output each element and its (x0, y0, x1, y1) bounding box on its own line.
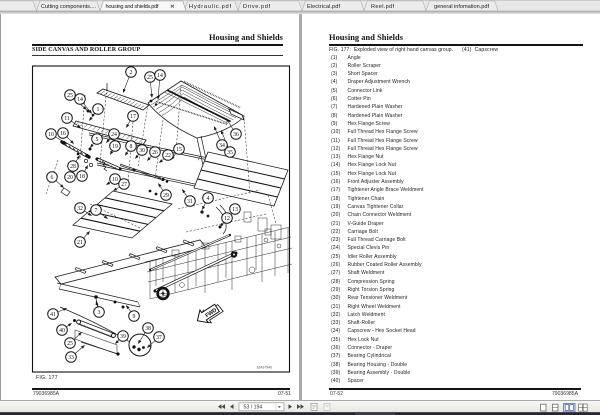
svg-text:40: 40 (59, 328, 65, 334)
svg-text:10: 10 (112, 177, 118, 183)
svg-text:18: 18 (79, 174, 85, 180)
svg-text:14: 14 (157, 73, 163, 79)
svg-text:31: 31 (187, 199, 193, 205)
svg-text:FWD: FWD (205, 308, 218, 320)
svg-text:10: 10 (48, 132, 54, 138)
svg-text:Electrical.pdf: Electrical.pdf (307, 4, 340, 10)
svg-text:16: 16 (60, 131, 66, 137)
svg-text:Cutting components....: Cutting components.... (41, 4, 96, 10)
svg-text:2: 2 (130, 70, 133, 76)
svg-text:15: 15 (176, 147, 182, 153)
svg-text:Reel.pdf: Reel.pdf (371, 4, 394, 10)
svg-text:36: 36 (233, 132, 239, 138)
svg-text:Drive.pdf: Drive.pdf (243, 4, 270, 10)
svg-text:24: 24 (111, 132, 117, 138)
svg-text:29: 29 (163, 193, 169, 199)
svg-text:19: 19 (112, 144, 118, 150)
svg-text:26: 26 (152, 150, 158, 156)
svg-text:general infomation.pdf: general infomation.pdf (434, 4, 489, 10)
svg-text:30: 30 (139, 148, 145, 154)
svg-text:Hydraulic.pdf: Hydraulic.pdf (189, 4, 231, 10)
svg-text:12: 12 (224, 216, 230, 222)
svg-text:8: 8 (130, 144, 133, 150)
svg-text:17: 17 (130, 114, 136, 120)
svg-text:37: 37 (156, 335, 162, 341)
svg-text:housing and shields.pdf: housing and shields.pdf (106, 4, 159, 10)
svg-text:27: 27 (121, 182, 127, 188)
svg-text:41: 41 (50, 312, 56, 318)
svg-text:13: 13 (232, 207, 238, 213)
svg-text:8JA97946: 8JA97946 (257, 366, 272, 370)
svg-text:6: 6 (51, 175, 54, 181)
svg-text:35: 35 (227, 150, 233, 156)
svg-text:25: 25 (67, 341, 73, 347)
svg-text:4: 4 (207, 196, 210, 202)
svg-text:11: 11 (64, 116, 70, 122)
svg-text:28: 28 (70, 164, 76, 170)
svg-text:3: 3 (98, 310, 101, 316)
svg-text:20: 20 (67, 175, 73, 181)
svg-text:33: 33 (68, 355, 74, 361)
svg-text:7: 7 (95, 208, 98, 214)
svg-text:14: 14 (77, 97, 83, 103)
svg-text:25: 25 (67, 93, 73, 99)
svg-text:22: 22 (165, 153, 171, 159)
svg-text:38: 38 (145, 326, 151, 332)
svg-text:39: 39 (120, 334, 126, 340)
svg-text:32: 32 (77, 206, 83, 212)
svg-text:5: 5 (96, 137, 99, 143)
svg-text:53 / 194: 53 / 194 (244, 404, 263, 410)
svg-text:1: 1 (97, 107, 100, 113)
svg-text:34: 34 (219, 143, 225, 149)
svg-text:25: 25 (147, 75, 153, 81)
svg-text:9: 9 (133, 314, 136, 320)
svg-text:21: 21 (77, 240, 83, 246)
